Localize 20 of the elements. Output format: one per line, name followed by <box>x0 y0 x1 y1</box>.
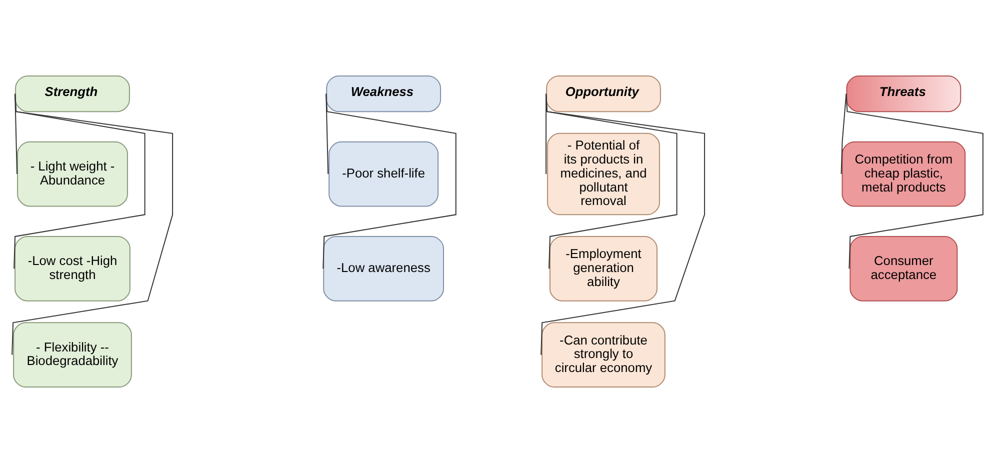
node-box: -Can contribute strongly to circular economy <box>542 322 666 388</box>
node-box: -Poor shelf-life <box>328 141 439 207</box>
connector <box>322 93 456 270</box>
connector <box>12 93 174 356</box>
node-box: -Low cost -High strength <box>14 236 130 302</box>
node-box: - Potential of its products in medicines, and pollutant removal <box>547 132 660 216</box>
connector <box>846 93 984 270</box>
node-box: Competition from cheap plastic, metal products <box>842 141 966 207</box>
node-box: -Low awareness <box>323 236 444 302</box>
node-box: Threats <box>846 75 962 112</box>
connector <box>840 93 847 175</box>
connector <box>326 93 329 175</box>
node-box: - Light weight - Abundance <box>17 141 128 207</box>
node-box: Strength <box>15 75 130 112</box>
node-box: Opportunity <box>546 75 661 112</box>
node-box: - Flexibility --Biodegradability <box>13 322 132 388</box>
node-box: Consumer acceptance <box>850 236 958 302</box>
connector <box>540 93 706 356</box>
node-box: Weakness <box>326 75 442 112</box>
node-box: -Employment generation ability <box>550 236 658 302</box>
